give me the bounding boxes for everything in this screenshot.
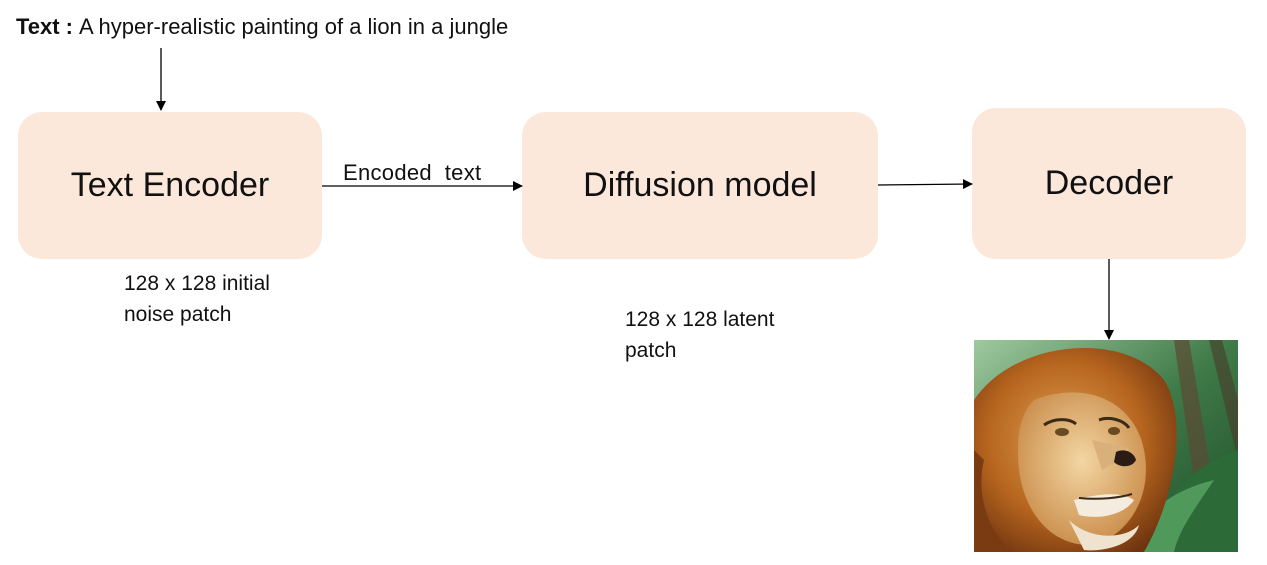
diffusion-model-label: Diffusion model xyxy=(583,166,817,204)
prompt-separator: : xyxy=(65,14,73,39)
prompt-label: Text xyxy=(16,14,60,39)
lion-painting-image xyxy=(974,340,1238,552)
text-encoder-node: Text Encoder xyxy=(18,112,322,259)
decoder-node: Decoder xyxy=(972,108,1246,259)
arrow-diffusion-to-decoder xyxy=(877,179,973,190)
prompt-text: Text:A hyper-realistic painting of a lio… xyxy=(16,14,508,40)
diffusion-model-node: Diffusion model xyxy=(522,112,878,259)
text-encoder-label: Text Encoder xyxy=(70,166,270,204)
latent-patch-note: 128 x 128 latent patch xyxy=(625,308,775,362)
noise-patch-note: 128 x 128 initial noise patch xyxy=(124,272,270,326)
decoder-label: Decoder xyxy=(1044,164,1174,202)
encoded-text-label: Encoded text xyxy=(343,160,482,185)
prompt-value: A hyper-realistic painting of a lion in … xyxy=(78,14,509,39)
